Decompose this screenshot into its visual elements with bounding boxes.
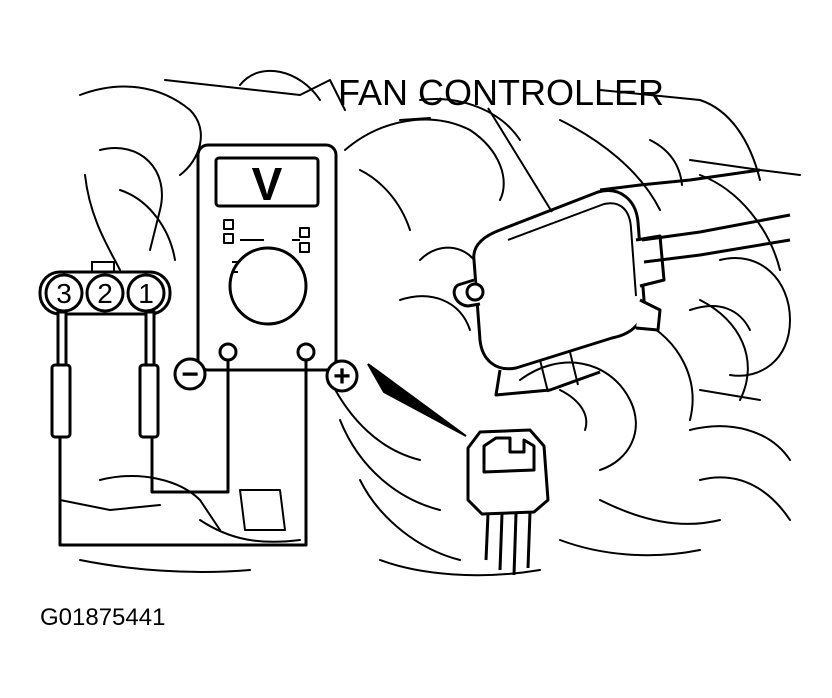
positive-terminal-marker: + — [325, 359, 359, 393]
probe-pin-3-tip — [56, 310, 68, 369]
fan-controller — [452, 168, 791, 397]
harness-connector — [466, 428, 550, 576]
probe-pin-3-handle — [50, 363, 72, 439]
connector-pin-2 — [85, 273, 125, 313]
probe-pin-1-tip — [144, 310, 156, 369]
multimeter-dial — [228, 246, 308, 326]
display-unit: V — [252, 158, 283, 210]
positive-symbol: + — [333, 360, 351, 393]
fan-controller-body — [472, 189, 646, 371]
pin-label-2: 2 — [97, 278, 113, 309]
multimeter — [196, 143, 338, 372]
negative-terminal-marker: − — [173, 357, 207, 391]
engine-bay-background — [59, 69, 801, 577]
pointer-arrow — [367, 363, 467, 437]
test-leads — [58, 360, 308, 547]
multimeter-display — [214, 156, 320, 208]
callout-leader-line — [487, 107, 553, 213]
connector — [38, 261, 172, 316]
test-probes — [50, 310, 160, 439]
figure-code: G01875441 — [40, 604, 165, 631]
positive-lead — [58, 360, 308, 547]
callout-label: FAN CONTROLLER — [338, 72, 664, 113]
pin-label-3: 3 — [56, 278, 72, 309]
negative-lead — [150, 360, 230, 494]
negative-jack — [218, 342, 238, 362]
pin-label-1: 1 — [138, 278, 154, 309]
negative-symbol: − — [181, 358, 199, 391]
probe-pin-1-handle — [138, 363, 160, 439]
positive-jack — [296, 342, 316, 362]
